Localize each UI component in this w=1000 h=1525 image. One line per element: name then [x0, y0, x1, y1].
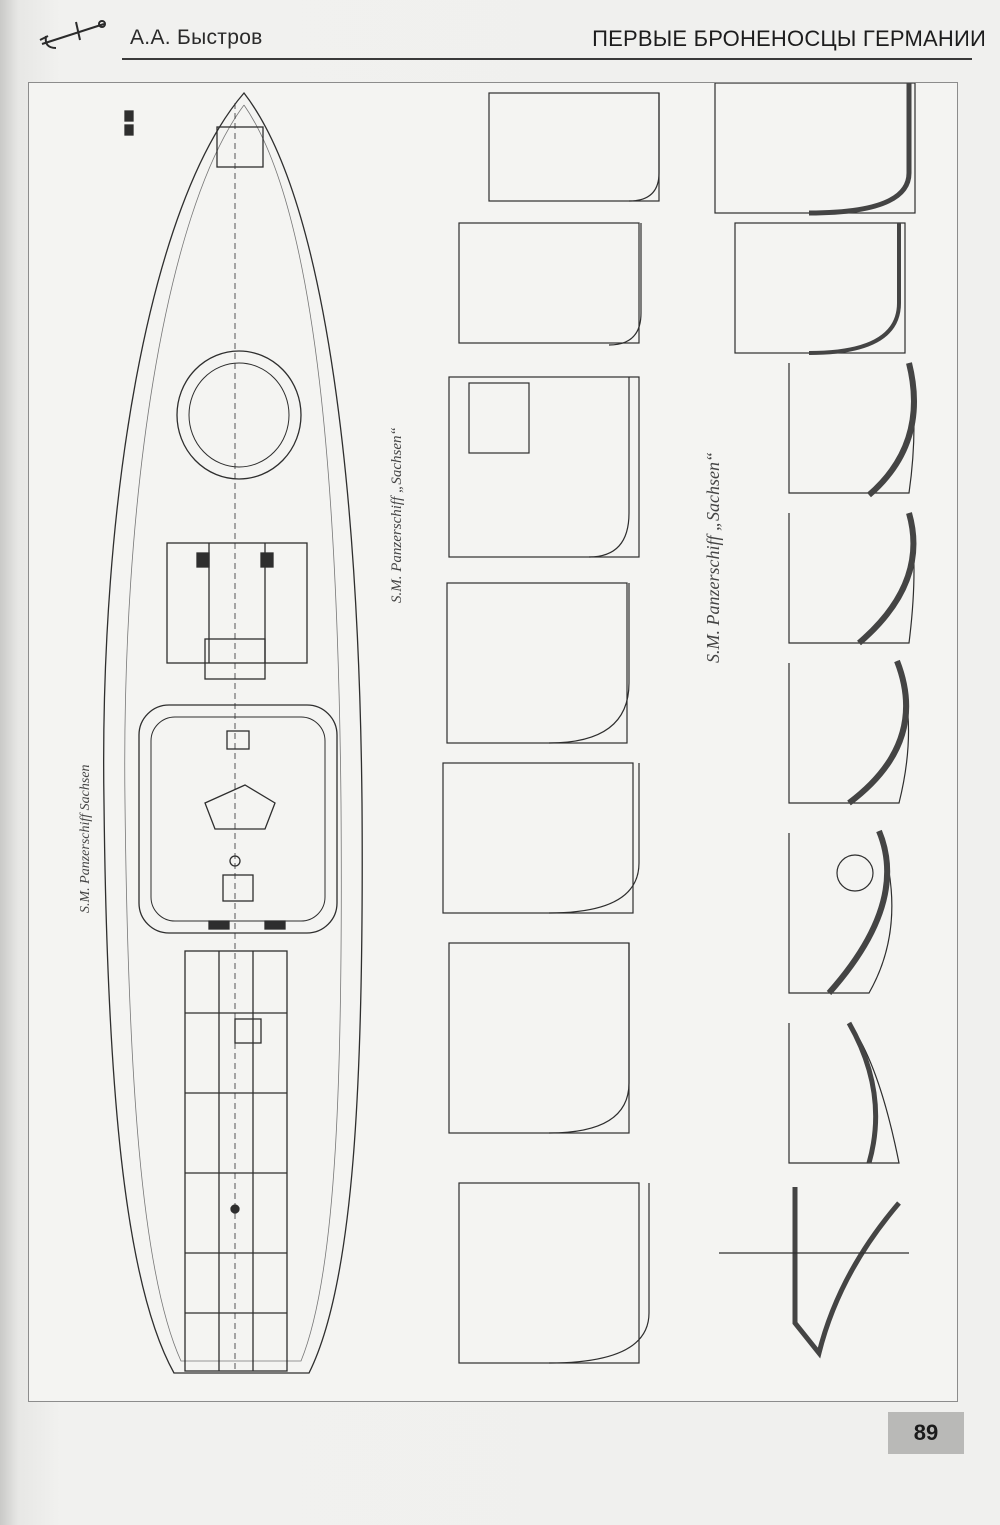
- technical-drawing-plate: S.M. Panzerschiff Sachsen S.M. Panzersch…: [28, 82, 958, 1402]
- page-number-box: 89: [888, 1412, 964, 1454]
- anchor-logo-icon: [39, 20, 106, 49]
- central-battery: [138, 704, 338, 934]
- author-name: А.А. Быстров: [130, 26, 263, 49]
- section-column-right: [714, 83, 917, 1359]
- drawing-title-middle: S.M. Panzerschiff „Sachsen“: [389, 427, 405, 603]
- section-column-middle: [442, 92, 660, 1364]
- forward-barbette: [176, 350, 302, 480]
- hull-plan-outline: [103, 91, 363, 1374]
- page-number: 89: [913, 1420, 939, 1445]
- ship-drawing: S.M. Panzerschiff Sachsen S.M. Panzersch…: [78, 83, 917, 1374]
- running-header: А.А. Быстров ПЕРВЫЕ БРОНЕНОСЦЫ ГЕРМАНИИ: [30, 8, 990, 60]
- header-rule: [122, 58, 972, 60]
- book-title: ПЕРВЫЕ БРОНЕНОСЦЫ ГЕРМАНИИ: [592, 26, 986, 51]
- drawing-title-left: S.M. Panzerschiff Sachsen: [78, 764, 93, 913]
- drawing-title-right: S.M. Panzerschiff „Sachsen“: [703, 452, 723, 663]
